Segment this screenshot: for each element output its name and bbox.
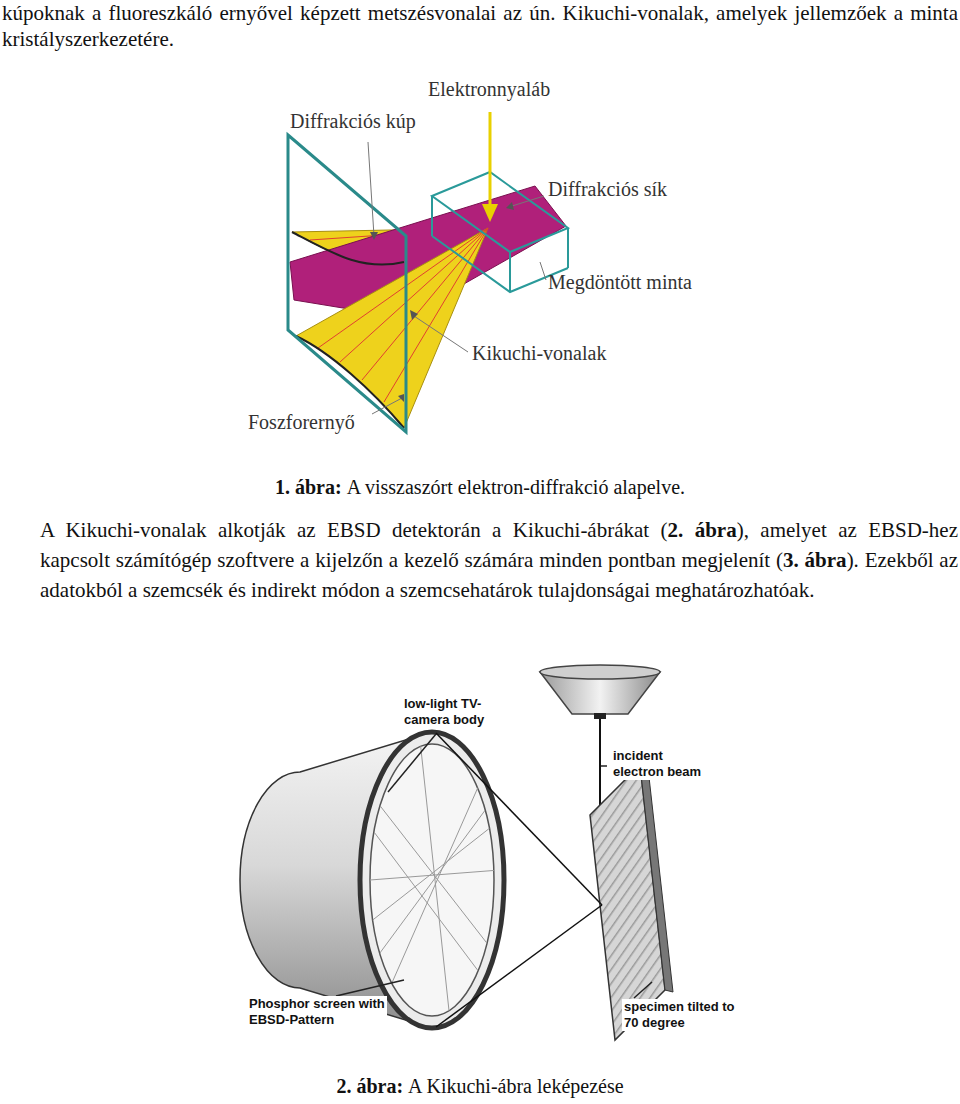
figure-part	[380, 760, 490, 1010]
figure-part	[414, 316, 468, 352]
figure-reference: 2. ábra	[668, 518, 737, 542]
pattern-cone	[436, 733, 602, 905]
body-paragraph: kúpoknak a fluoreszkáló ernyővel képzett…	[2, 0, 958, 52]
figure-reference: 3. ábra	[783, 548, 847, 572]
diffraction-cone	[296, 228, 488, 428]
figure-part	[360, 780, 500, 960]
kikuchi-line	[292, 232, 404, 265]
electron-gun	[594, 713, 606, 719]
figure-part	[567, 228, 569, 268]
electron-beam	[489, 112, 492, 206]
figure-label: Kikuchi-vonalak	[472, 341, 606, 365]
camera-body	[240, 732, 504, 1028]
figure-part	[432, 172, 568, 252]
paragraph-text: A Kikuchi-vonalak alkotják az EBSD detek…	[40, 518, 668, 542]
arrowhead	[482, 204, 498, 222]
figure-label: Megdöntött minta	[548, 270, 692, 294]
figure-part	[360, 820, 500, 930]
figure-label: incident electron beam	[611, 748, 715, 780]
figure-1	[288, 112, 568, 432]
figure-part	[420, 740, 450, 1020]
figure-part	[384, 228, 488, 402]
figure-label: Phosphor screen with EBSD-Pattern	[247, 996, 387, 1028]
figure-part	[340, 228, 488, 362]
figure-part	[370, 232, 378, 240]
figure-part	[509, 252, 511, 292]
leader-line	[368, 142, 546, 414]
tilted-sample	[432, 172, 568, 292]
body-paragraph: A Kikuchi-vonalak alkotják az EBSD detek…	[40, 515, 958, 605]
figure-2	[240, 665, 673, 1040]
figure-part	[410, 310, 418, 320]
ebsd-pattern	[360, 740, 500, 1020]
phosphor-screen	[370, 744, 494, 1016]
figure-part	[362, 228, 488, 380]
figure-part	[398, 394, 404, 402]
figure-number: 1. ábra:	[275, 476, 342, 498]
pattern-cone	[436, 905, 602, 1027]
figure-label: low-light TV-camera body	[402, 696, 514, 728]
figure-number: 2. ábra:	[336, 1075, 403, 1097]
figure-label: Foszforernyő	[248, 410, 355, 434]
figure-part	[431, 196, 433, 236]
phosphor-screen	[360, 732, 504, 1028]
figure-part	[540, 262, 546, 280]
arrowhead	[370, 202, 514, 402]
figure-part	[360, 790, 500, 980]
figure-label: Elektronnyaláb	[428, 77, 550, 101]
leader-line	[336, 734, 652, 998]
figure-caption: 1. ábra:A visszaszórt elektron-diffrakci…	[0, 473, 960, 501]
figure-part	[634, 982, 652, 998]
figure-part	[336, 980, 404, 996]
figure-part	[432, 236, 568, 292]
electron-gun	[540, 665, 660, 679]
figure-part	[372, 398, 402, 414]
figure-caption-text: A visszaszórt elektron-diffrakció alapel…	[347, 476, 685, 498]
cone-rays	[318, 228, 488, 402]
figure-part	[506, 202, 514, 210]
figure-caption: 2. ábra:A Kikuchi-ábra leképezése	[0, 1072, 960, 1100]
figure-part	[512, 196, 544, 206]
figure-label: Diffrakciós sík	[548, 177, 667, 201]
phosphor-screen	[288, 135, 406, 432]
specimen	[640, 765, 673, 992]
figure-part	[388, 734, 436, 792]
figure-caption-text: A Kikuchi-ábra leképezése	[408, 1075, 623, 1097]
figure-part	[601, 765, 607, 767]
figure-label: Diffrakciós kúp	[290, 109, 416, 133]
figure-part	[368, 142, 374, 236]
figure-label: specimen tilted to 70 degree	[622, 999, 750, 1031]
